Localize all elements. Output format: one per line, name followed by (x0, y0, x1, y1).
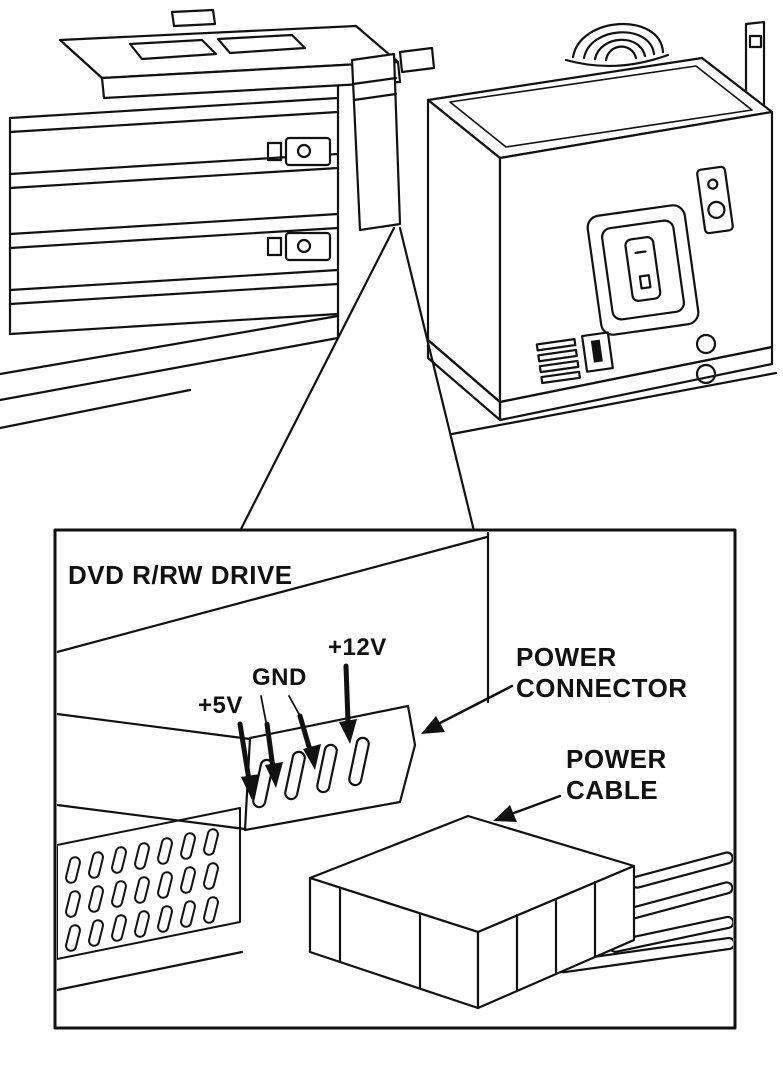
detail-box-content (57, 532, 733, 1010)
side-plate-illustration (696, 165, 734, 235)
arrow-12v-stem (343, 663, 351, 725)
pin-12v-label: +12V (328, 634, 387, 661)
drive-cage-illustration (0, 8, 402, 430)
power-cable-plug-drawing (308, 814, 733, 1010)
power-cable-label-line2: CABLE (566, 775, 659, 806)
drive-vent-slots (57, 807, 241, 960)
detail-box (53, 528, 737, 1030)
drive-label: DVD R/RW DRIVE (68, 560, 293, 590)
power-connector-arrow-head (421, 716, 445, 734)
power-cable-arrow-head (493, 805, 517, 822)
pin-gnd-label: GND (252, 664, 307, 691)
arrow-gnd1-head (265, 762, 283, 788)
pin-arrows (237, 663, 357, 800)
arrow-12v-head (339, 719, 357, 744)
power-cable-label: POWER CABLE (566, 744, 667, 806)
arrow-gnd1-stem (264, 721, 276, 771)
power-connector-label-line2: CONNECTOR (516, 673, 688, 704)
arrow-gnd2-stem (297, 713, 313, 753)
power-connector-label: POWER CONNECTOR (516, 642, 688, 704)
callout-wedge (238, 226, 476, 533)
power-connector-arrow-line (438, 684, 514, 725)
power-cable-label-line1: POWER (566, 744, 667, 774)
callout-arrows (421, 684, 562, 822)
mounting-bracket-illustration (350, 46, 436, 232)
cable-coil-illustration (564, 22, 670, 68)
gnd-bracket-line (288, 695, 300, 715)
gnd-bracket-line (260, 695, 267, 723)
power-cable-arrow-line (512, 794, 562, 815)
power-connector-drawing (243, 704, 417, 832)
arrow-5v-head (241, 774, 260, 800)
pin-5v-label: +5V (198, 692, 243, 719)
arrow-5v-stem (237, 721, 252, 783)
power-connector-label-line1: POWER (516, 642, 617, 672)
arrow-gnd2-head (303, 744, 321, 770)
psu-vent-slots (535, 331, 614, 385)
power-supply-illustration (426, 20, 778, 436)
power-switch-illustration (586, 204, 700, 336)
